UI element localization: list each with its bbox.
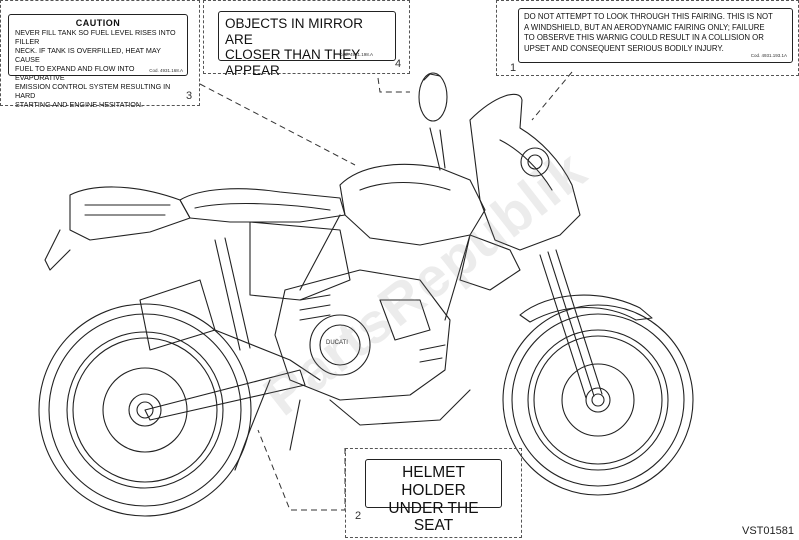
- fairing-warning-label: DO NOT ATTEMPT TO LOOK THROUGH THIS FAIR…: [518, 8, 793, 63]
- callout-number-2: 2: [355, 510, 362, 522]
- mirror-label: OBJECTS IN MIRROR ARE CLOSER THAN THEY A…: [218, 11, 396, 78]
- callout-number-4: 4: [395, 58, 402, 70]
- caution-line: NECK. IF TANK IS OVERFILLED, HEAT MAY CA…: [15, 46, 161, 64]
- fairing-line: TO OBSERVE THIS WARNIG COULD RESULT IN A…: [524, 33, 764, 42]
- front-wheel: [502, 304, 694, 496]
- fuel-caution-label: CAUTION NEVER FILL TANK SO FUEL LEVEL RI…: [8, 14, 188, 109]
- mirror-label-callout: [203, 0, 410, 74]
- caution-line: FUEL TO EXPAND AND FLOW INTO EVAPORATIVE: [15, 64, 135, 82]
- fairing-line: UPSET AND CONSEQUENT SERIOUS BODILY INJU…: [524, 43, 724, 53]
- engine-badge: DUCATI: [326, 340, 348, 346]
- helmet-line: UNDER THE SEAT: [388, 499, 479, 535]
- helmet-label-callout: [345, 448, 522, 538]
- reference-code: VST01581: [742, 525, 794, 537]
- caution-line: STARTING AND ENGINE HESITATION.: [15, 100, 144, 109]
- fairing-line: A WINDSHIELD, BUT AN AERODYNAMIC FAIRING…: [524, 22, 765, 32]
- engine: [274, 269, 451, 401]
- caution-line: NEVER FILL TANK SO FUEL LEVEL RISES INTO…: [15, 28, 176, 46]
- helmet-line: HELMET HOLDER: [401, 464, 466, 499]
- mirror-line: OBJECTS IN MIRROR ARE: [225, 16, 364, 47]
- caution-text: NEVER FILL TANK SO FUEL LEVEL RISES INTO…: [15, 28, 181, 109]
- label-code: Cod. 4931.193.1A: [750, 53, 787, 58]
- mirror-line: CLOSER THAN THEY APPEAR: [225, 47, 361, 78]
- fuel-label-callout: [0, 0, 200, 106]
- fairing-line: DO NOT ATTEMPT TO LOOK THROUGH THIS FAIR…: [524, 12, 773, 21]
- callout-number-3: 3: [186, 90, 193, 102]
- caution-line: EMISSION CONTROL SYSTEM RESULTING IN HAR…: [15, 82, 171, 100]
- rear-wheel: [38, 303, 252, 517]
- label-code: Cod. 4931.168.A: [149, 68, 183, 73]
- caution-title: CAUTION: [75, 18, 121, 28]
- label-code: Cod. 4931.198.A: [339, 52, 373, 57]
- helmet-label: HELMET HOLDER UNDER THE SEAT: [365, 459, 502, 534]
- callout-number-1: 1: [510, 62, 517, 74]
